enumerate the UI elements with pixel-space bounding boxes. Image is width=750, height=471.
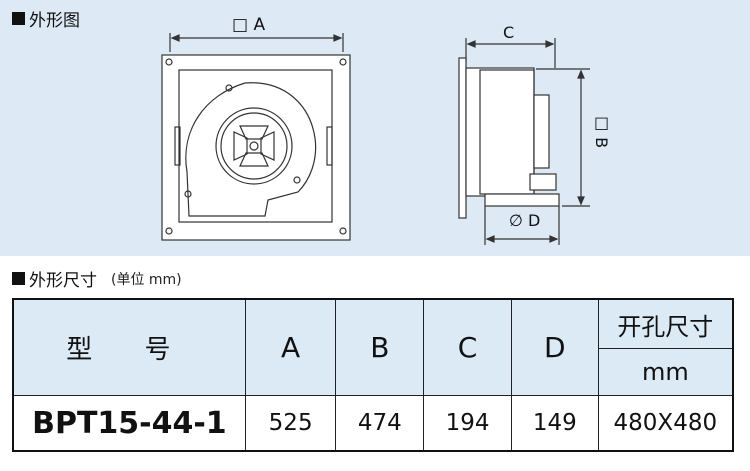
table-header-unit-row: mm <box>13 348 734 396</box>
square-bullet-icon <box>12 272 25 285</box>
header-b: B <box>335 298 425 396</box>
outline-section-title: 外形图 <box>12 6 80 31</box>
unit-note: (单位 mm) <box>111 271 182 288</box>
dimension-section-title: 外形尺寸 (单位 mm) <box>12 266 182 291</box>
header-c: C <box>423 298 512 396</box>
cell-opening: 480X480 <box>597 395 734 452</box>
side-view <box>458 38 590 245</box>
header-d: D <box>510 298 599 396</box>
table-row: BPT15-44-1 525 474 194 149 480X480 <box>12 395 734 452</box>
cell-a: 525 <box>244 395 337 452</box>
table-header-row: 型 号 A B C D 开孔尺寸 <box>12 298 734 396</box>
outline-drawing-area: 外形图 □ A C □ B ∅ D <box>0 0 750 256</box>
header-a: A <box>244 298 337 396</box>
label-front-a: □ A <box>232 15 266 35</box>
cell-model: BPT15-44-1 <box>12 395 246 452</box>
cell-c: 194 <box>423 395 512 452</box>
outline-title-text: 外形图 <box>29 11 80 31</box>
front-view <box>161 33 351 241</box>
cell-d: 149 <box>510 395 599 452</box>
header-opening-unit: mm <box>597 348 734 396</box>
dimension-table: 型 号 A B C D 开孔尺寸 mm BPT15-44-1 525 474 1… <box>12 298 734 452</box>
label-side-c: C <box>503 23 515 42</box>
header-opening: 开孔尺寸 <box>597 298 734 349</box>
outline-drawing <box>161 33 590 245</box>
cell-b: 474 <box>335 395 425 452</box>
square-bullet-icon <box>12 12 25 25</box>
dimension-title-text: 外形尺寸 <box>29 271 97 291</box>
label-side-d: ∅ D <box>509 211 541 230</box>
header-model: 型 号 <box>12 298 246 396</box>
label-side-b: □ B <box>592 113 611 149</box>
